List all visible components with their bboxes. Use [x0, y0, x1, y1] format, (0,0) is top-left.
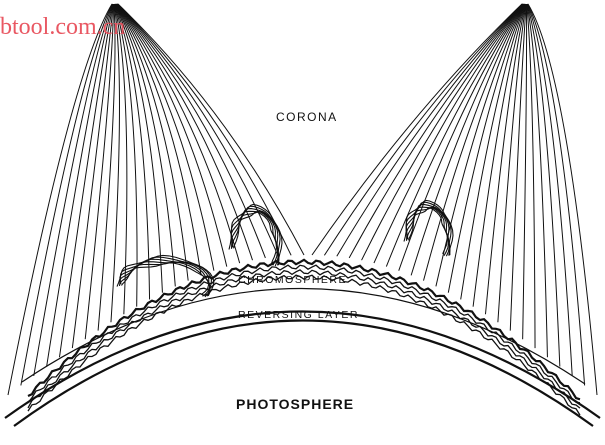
reversing-layer-label: REVERSING LAYER: [238, 309, 359, 321]
prominence-right: [404, 201, 453, 257]
photosphere-label: PHOTOSPHERE: [236, 396, 354, 412]
corona-streamer: [362, 4, 523, 260]
watermark-text: btool.com.cn: [0, 14, 125, 41]
corona-label: CORONA: [276, 110, 338, 124]
corona-streamer: [528, 4, 585, 385]
corona-streamer: [411, 4, 524, 275]
chromosphere-stroke: [28, 275, 580, 415]
corona-streamer: [498, 4, 526, 322]
corona-streamer: [59, 4, 113, 357]
prominence-stroke: [231, 206, 280, 264]
corona-streamer: [386, 4, 523, 267]
corona-streamer: [47, 4, 113, 367]
corona-right-streamers: [312, 4, 597, 395]
chromosphere-label: CHROMOSPHERE: [238, 274, 347, 286]
corona-streamer: [115, 4, 150, 299]
corona-streamer: [116, 4, 214, 271]
prominence-middle: [229, 205, 282, 267]
chromosphere-stroke: [28, 270, 580, 408]
corona-streamer: [85, 4, 113, 339]
corona-streamer: [399, 4, 524, 271]
corona-streamer: [527, 4, 560, 367]
